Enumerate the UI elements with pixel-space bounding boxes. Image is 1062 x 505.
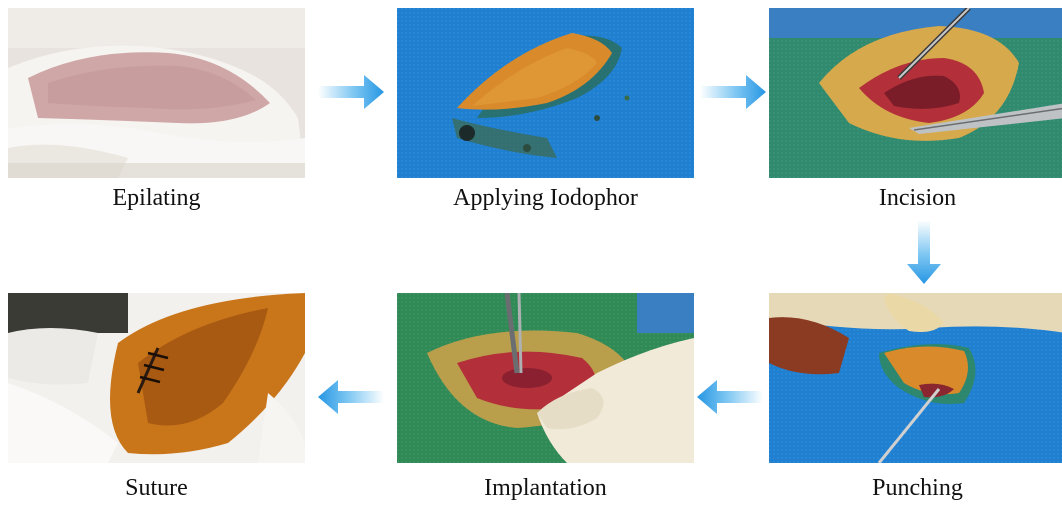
photo-suture — [8, 293, 305, 463]
photo-applying-iodophor — [397, 8, 694, 178]
photo-punching — [769, 293, 1062, 463]
step-label-incision: Incision — [769, 184, 1062, 212]
step-label-suture: Suture — [8, 474, 305, 502]
photo-implantation — [397, 293, 694, 463]
step-label-applying-iodophor: Applying Iodophor — [397, 184, 694, 212]
arrow-right-icon — [318, 75, 384, 109]
photo-incision — [769, 8, 1062, 178]
arrow-left-icon — [697, 380, 763, 414]
step-label-punching: Punching — [769, 474, 1062, 502]
photo-epilating — [8, 8, 305, 178]
step-label-implantation: Implantation — [397, 474, 694, 502]
arrow-right-icon — [700, 75, 766, 109]
arrow-left-icon — [318, 380, 384, 414]
step-label-epilating: Epilating — [8, 184, 305, 212]
arrow-down-icon — [907, 220, 941, 284]
